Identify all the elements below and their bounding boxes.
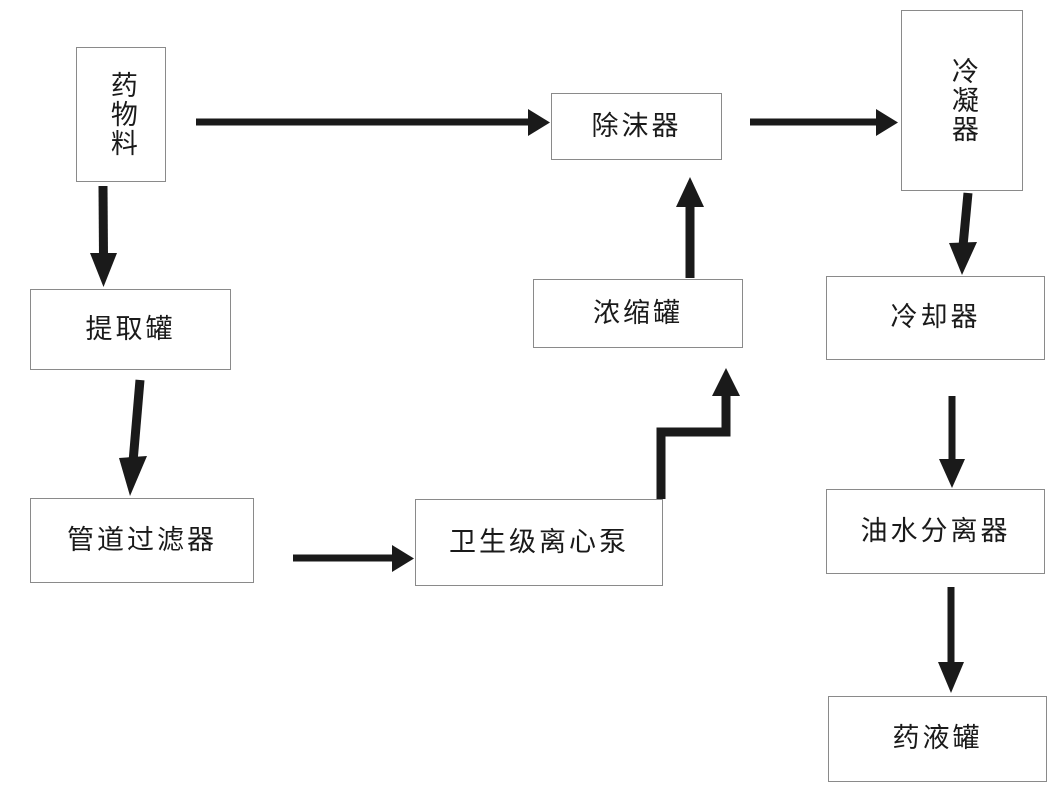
node-oil-water-separator[interactable]: 油水分离器 (826, 489, 1045, 574)
node-defoamer-label: 除沫器 (591, 110, 682, 141)
node-drug-material-label: 药物料 (106, 71, 137, 158)
arrow-material-to-defoamer (196, 109, 550, 136)
arrow-defoamer-to-condenser (750, 109, 898, 136)
arrow-condenser-to-cooler (949, 192, 977, 275)
node-cooler[interactable]: 冷却器 (826, 276, 1045, 360)
arrow-material-to-extraction (90, 185, 117, 287)
node-condenser[interactable]: 冷凝器 (901, 10, 1023, 191)
node-defoamer[interactable]: 除沫器 (551, 93, 722, 160)
node-concentration-tank[interactable]: 浓缩罐 (533, 279, 743, 348)
node-pipeline-filter[interactable]: 管道过滤器 (30, 498, 254, 583)
arrow-extraction-to-filter (119, 379, 147, 496)
node-sanitary-centrifugal-pump[interactable]: 卫生级离心泵 (415, 499, 663, 586)
node-extraction-tank-label: 提取罐 (85, 313, 176, 344)
node-extraction-tank[interactable]: 提取罐 (30, 289, 231, 370)
node-drug-material[interactable]: 药物料 (76, 47, 166, 182)
node-liquid-medicine-tank-label: 药液罐 (892, 723, 983, 754)
node-liquid-medicine-tank[interactable]: 药液罐 (828, 696, 1047, 782)
node-cooler-label: 冷却器 (890, 302, 981, 333)
node-sanitary-centrifugal-pump-label: 卫生级离心泵 (449, 526, 629, 557)
arrow-cooler-to-separator (939, 396, 965, 488)
node-pipeline-filter-label: 管道过滤器 (67, 524, 217, 555)
node-concentration-tank-label: 浓缩罐 (593, 297, 683, 328)
node-oil-water-separator-label: 油水分离器 (860, 515, 1011, 546)
node-condenser-label: 冷凝器 (947, 57, 978, 144)
arrow-filter-to-pump (293, 545, 414, 572)
arrow-pump-to-concentration (656, 368, 740, 499)
arrow-concentration-to-defoamer (676, 177, 704, 278)
arrow-separator-to-liquid-tank (938, 587, 964, 693)
